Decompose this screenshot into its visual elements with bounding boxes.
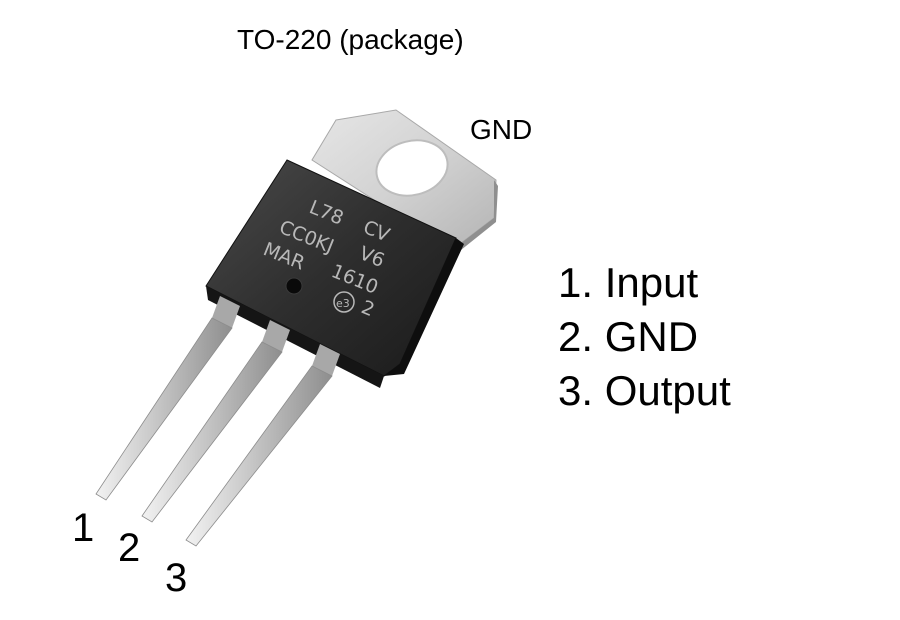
pin-function-output: 3. Output <box>558 367 731 414</box>
lead-2 <box>141 320 290 523</box>
e3-symbol <box>333 291 355 313</box>
pin-function-input: 1. Input <box>558 259 699 306</box>
metal-tab <box>311 109 498 254</box>
package-body <box>205 159 464 388</box>
tab-gnd-label: GND <box>470 114 533 145</box>
lead-3 <box>185 344 340 547</box>
diagram-title: TO-220 (package) <box>237 24 464 55</box>
mounting-hole <box>375 139 449 197</box>
pin-number-2: 2 <box>118 526 141 570</box>
pin-number-1: 1 <box>72 506 95 550</box>
pin-leads <box>95 296 340 547</box>
marking-e3: e3 <box>336 297 350 310</box>
lead-1 <box>95 296 240 501</box>
pin-number-3: 3 <box>165 556 188 600</box>
pin-function-gnd: 2. GND <box>558 313 699 360</box>
pin1-dot <box>285 277 303 295</box>
pin-function-list: 1. Input 2. GND 3. Output <box>558 256 731 418</box>
